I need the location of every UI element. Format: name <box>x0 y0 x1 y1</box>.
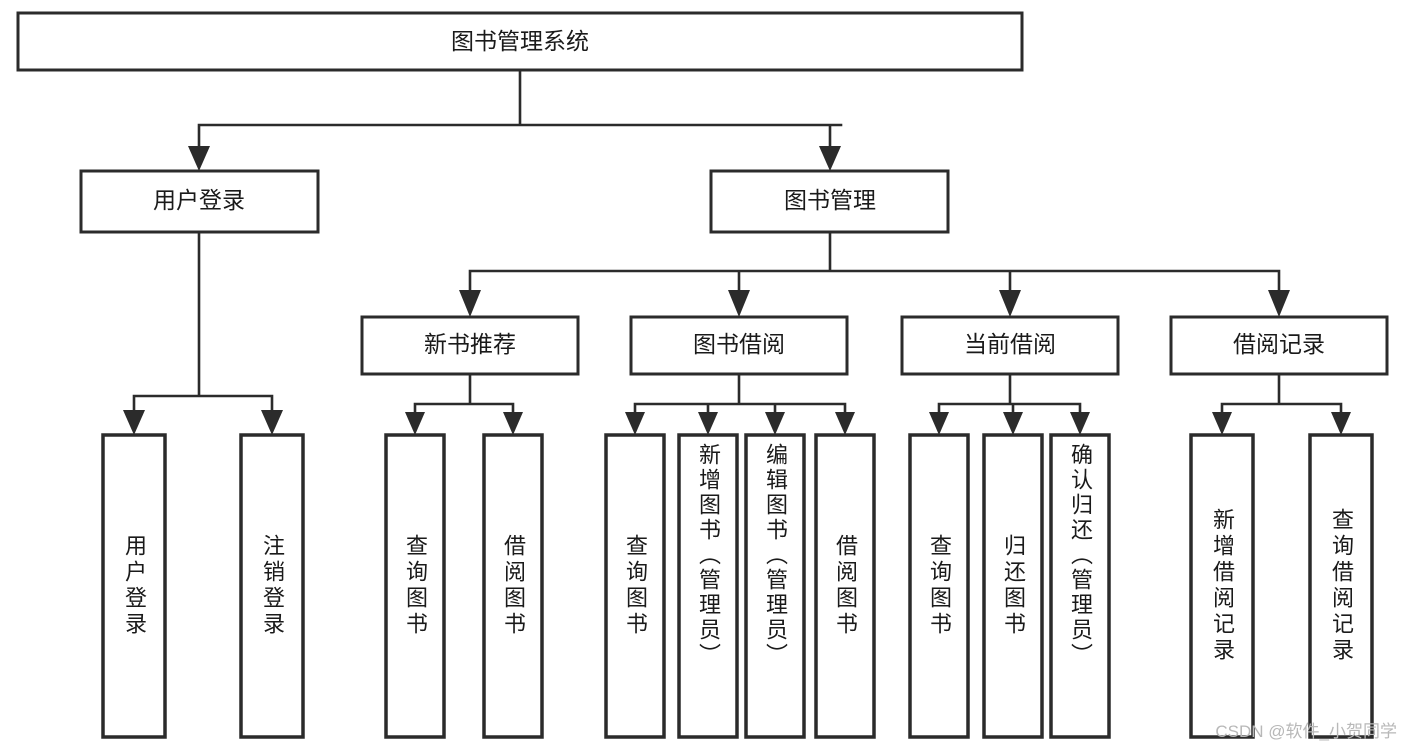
node-new-book-rec-box[interactable] <box>360 315 580 376</box>
leaf-box-layer <box>101 433 1374 739</box>
arrowhead-to-user-login <box>188 146 210 171</box>
leaf-query-book-1-box[interactable] <box>384 433 446 739</box>
node-current-borrow-box[interactable] <box>900 315 1120 376</box>
leaf-add-book-box[interactable] <box>677 433 739 739</box>
leaf-query-book-1[interactable]: 查询图书 <box>386 435 444 737</box>
edge-new-book-rec-to-leaves-bus <box>413 372 515 416</box>
leaf-query-book-3-box[interactable] <box>908 433 970 739</box>
arrowhead-to-leaf-confirm-return <box>1070 412 1090 435</box>
leaf-query-record[interactable]: 查询借阅记录 <box>1310 435 1372 737</box>
leaf-edit-book-box[interactable] <box>744 433 806 739</box>
leaf-query-record-box[interactable] <box>1308 433 1374 739</box>
leaf-query-book-2[interactable]: 查询图书 <box>606 435 664 737</box>
node-current-borrow[interactable]: 当前借阅 <box>900 315 1120 376</box>
leaf-query-record-label: 查询借阅记录 <box>1329 508 1354 664</box>
leaf-borrow-book-1-box[interactable] <box>482 433 544 739</box>
edge-root-to-level2-bus <box>197 68 843 150</box>
arrowhead-to-leaf-user-login <box>123 410 145 435</box>
arrowhead-to-book-manage <box>819 146 841 171</box>
arrowhead-to-borrow-record <box>1268 290 1290 317</box>
node-user-login-label: 用户登录 <box>153 187 245 213</box>
leaf-add-book-label: 新增图书（管理员） <box>696 443 721 668</box>
arrowhead-to-leaf-query-record <box>1331 412 1351 435</box>
edge-book-manage-to-level3-bus <box>468 230 1281 294</box>
leaf-user-login-label: 用户登录 <box>122 534 147 638</box>
node-user-login-box[interactable] <box>79 169 320 234</box>
arrowhead-to-leaf-logout <box>261 410 283 435</box>
leaf-confirm-return[interactable]: 确认归还（管理员） <box>1051 435 1109 737</box>
leaf-return-book-label: 归还图书 <box>1001 534 1026 638</box>
leaf-return-book[interactable]: 归还图书 <box>984 435 1042 737</box>
arrowhead-to-leaf-query-book-1 <box>405 412 425 435</box>
node-book-borrow-box[interactable] <box>629 315 849 376</box>
node-book-manage-box[interactable] <box>709 169 950 234</box>
leaf-borrow-book-1[interactable]: 借阅图书 <box>484 435 542 737</box>
leaf-borrow-book-2-box[interactable] <box>814 433 876 739</box>
node-book-manage[interactable]: 图书管理 <box>709 169 950 234</box>
leaf-query-book-3-label: 查询图书 <box>927 534 952 638</box>
arrowhead-to-leaf-query-book-2 <box>625 412 645 435</box>
node-current-borrow-label: 当前借阅 <box>964 331 1056 357</box>
leaf-query-book-3[interactable]: 查询图书 <box>910 435 968 737</box>
arrowhead-to-leaf-borrow-book-2 <box>835 412 855 435</box>
node-new-book-rec-label: 新书推荐 <box>424 331 516 357</box>
connector-layer <box>123 68 1351 435</box>
arrowhead-to-leaf-borrow-book-1 <box>503 412 523 435</box>
leaf-logout[interactable]: 注销登录 <box>241 435 303 737</box>
arrowhead-to-current-borrow <box>999 290 1021 317</box>
leaf-add-record[interactable]: 新增借阅记录 <box>1191 435 1253 737</box>
arrowhead-to-leaf-add-book <box>698 412 718 435</box>
node-new-book-rec[interactable]: 新书推荐 <box>360 315 580 376</box>
leaf-logout-label: 注销登录 <box>260 534 285 638</box>
node-borrow-record-box[interactable] <box>1169 315 1389 376</box>
arrowhead-to-leaf-edit-book <box>765 412 785 435</box>
node-root[interactable]: 图书管理系统 <box>16 11 1024 72</box>
leaf-user-login[interactable]: 用户登录 <box>103 435 165 737</box>
leaf-query-book-1-label: 查询图书 <box>403 534 428 638</box>
leaf-query-book-2-box[interactable] <box>604 433 666 739</box>
leaf-user-login-box[interactable] <box>101 433 167 739</box>
edge-book-borrow-to-leaves-bus <box>633 372 847 416</box>
node-root-box[interactable] <box>16 11 1024 72</box>
leaf-borrow-book-2[interactable]: 借阅图书 <box>816 435 874 737</box>
leaf-return-book-box[interactable] <box>982 433 1044 739</box>
leaf-add-book[interactable]: 新增图书（管理员） <box>679 435 737 737</box>
node-book-borrow[interactable]: 图书借阅 <box>629 315 849 376</box>
leaf-borrow-book-2-label: 借阅图书 <box>833 534 858 638</box>
leaf-query-book-2-label: 查询图书 <box>623 534 648 638</box>
leaf-edit-book[interactable]: 编辑图书（管理员） <box>746 435 804 737</box>
node-book-borrow-label: 图书借阅 <box>693 331 785 357</box>
node-root-label: 图书管理系统 <box>451 28 589 54</box>
node-borrow-record[interactable]: 借阅记录 <box>1169 315 1389 376</box>
leaf-confirm-return-box[interactable] <box>1049 433 1111 739</box>
edge-user-login-to-leaves-bus <box>132 230 274 414</box>
edge-current-borrow-to-leaves-bus <box>937 372 1082 416</box>
leaf-add-record-label: 新增借阅记录 <box>1210 508 1235 664</box>
arrowhead-to-new-book-rec <box>459 290 481 317</box>
edge-borrow-record-to-leaves-bus <box>1220 372 1343 416</box>
leaf-add-record-box[interactable] <box>1189 433 1255 739</box>
node-user-login[interactable]: 用户登录 <box>79 169 320 234</box>
arrowhead-to-leaf-query-book-3 <box>929 412 949 435</box>
arrowhead-to-leaf-add-record <box>1212 412 1232 435</box>
leaf-borrow-book-1-label: 借阅图书 <box>501 534 526 638</box>
leaf-confirm-return-label: 确认归还（管理员） <box>1068 443 1093 668</box>
node-borrow-record-label: 借阅记录 <box>1233 331 1325 357</box>
leaf-logout-box[interactable] <box>239 433 305 739</box>
node-book-manage-label: 图书管理 <box>784 187 876 213</box>
leaf-edit-book-label: 编辑图书（管理员） <box>763 443 788 668</box>
arrowhead-to-book-borrow <box>728 290 750 317</box>
arrowhead-to-leaf-return-book <box>1003 412 1023 435</box>
